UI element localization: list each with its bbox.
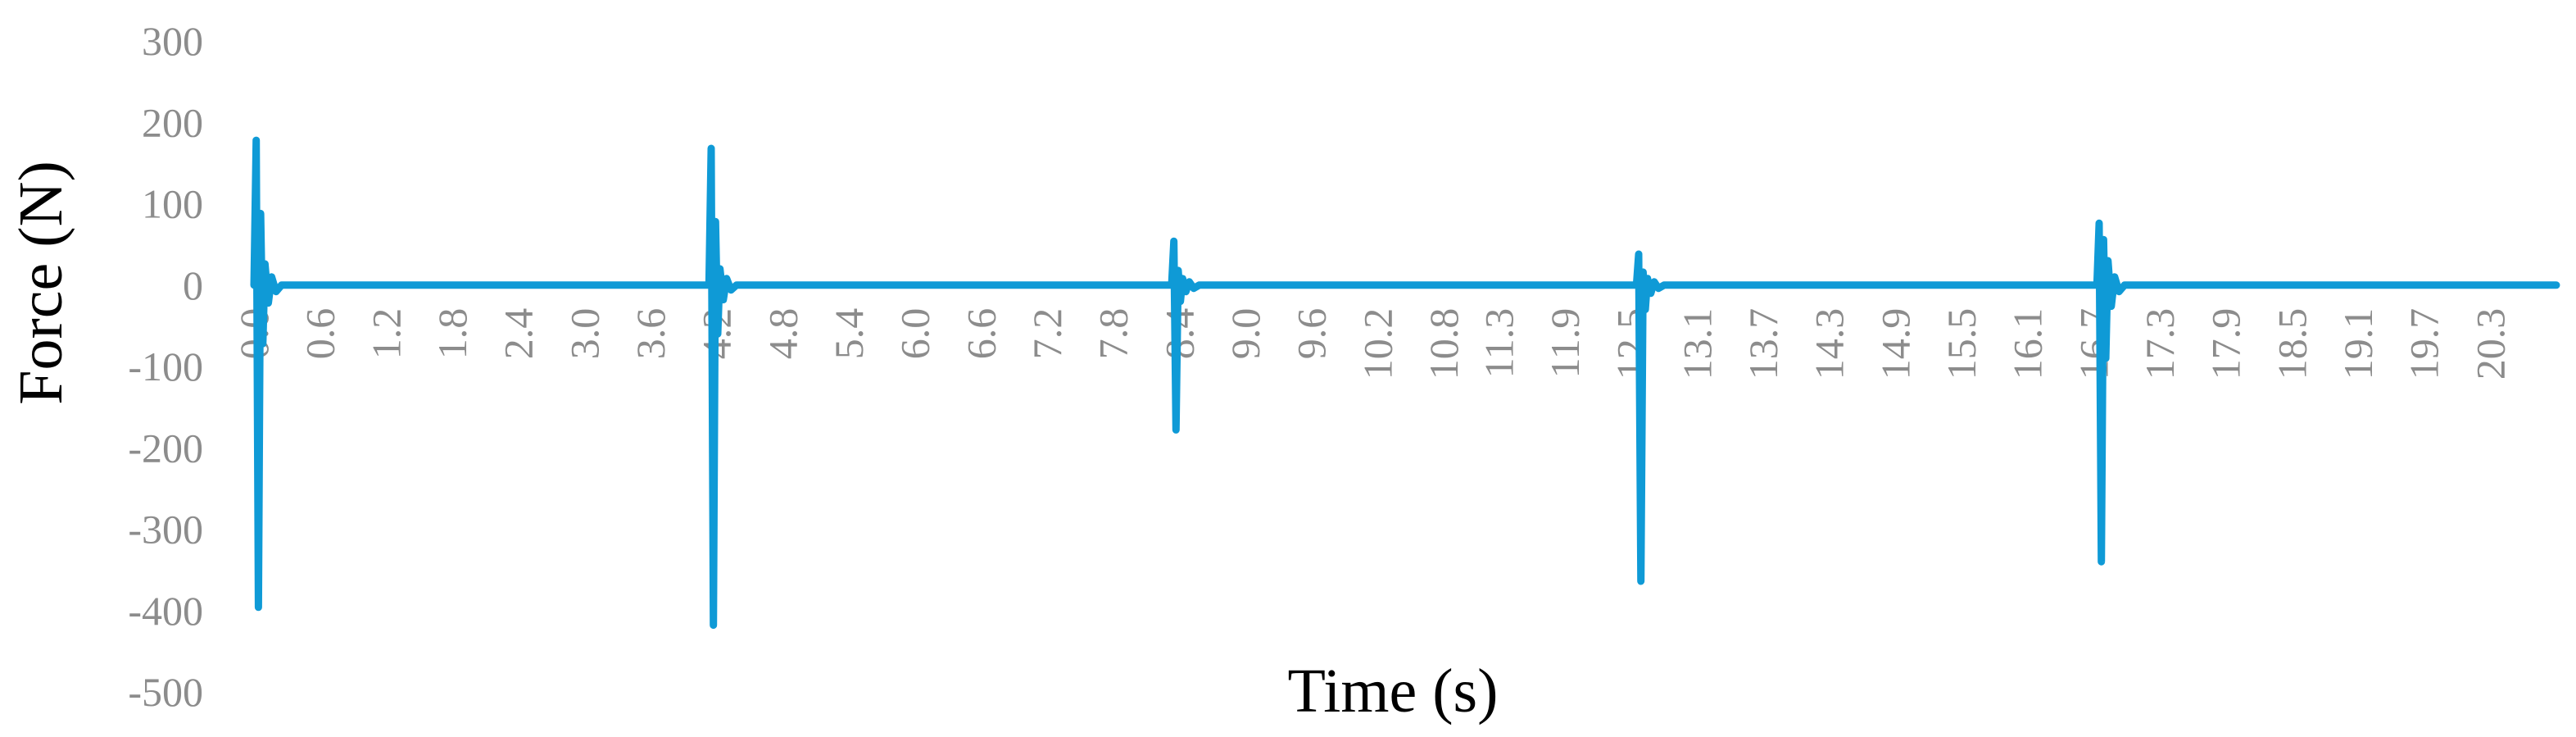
x-tick-label: 1.2 <box>363 308 409 360</box>
x-tick-label: 17.3 <box>2137 308 2183 380</box>
x-tick-label: 6.0 <box>892 308 938 360</box>
x-tick-label: 7.8 <box>1091 308 1136 360</box>
x-tick-label: 19.7 <box>2401 308 2447 380</box>
x-tick-label: 2.4 <box>496 308 542 360</box>
x-tick-label: 20.3 <box>2467 308 2513 380</box>
y-axis-tick-labels: 300 200 100 0 -100 -200 -300 -400 -500 <box>128 18 203 715</box>
x-tick-label: 19.1 <box>2335 308 2381 380</box>
x-tick-label: 10.8 <box>1421 308 1467 380</box>
force-series-line <box>250 136 2560 630</box>
x-tick-label: 9.0 <box>1222 308 1268 360</box>
x-tick-label: 14.9 <box>1872 308 1918 380</box>
y-tick-label: -500 <box>128 669 203 715</box>
x-tick-label: 11.3 <box>1476 308 1522 379</box>
y-tick-label: 100 <box>142 181 203 227</box>
y-axis-title: Force (N) <box>7 161 75 405</box>
x-tick-label: 5.4 <box>826 308 872 360</box>
x-tick-label: 13.7 <box>1740 308 1786 380</box>
y-tick-label: 200 <box>142 99 203 145</box>
x-tick-label: 16.1 <box>2005 308 2051 380</box>
x-tick-label: 6.6 <box>958 308 1004 360</box>
x-tick-label: 7.2 <box>1024 308 1070 360</box>
y-tick-label: -300 <box>128 507 203 553</box>
x-tick-label: 9.6 <box>1289 308 1335 360</box>
x-tick-label: 3.0 <box>561 308 607 360</box>
y-tick-label: -100 <box>128 343 203 389</box>
x-tick-label: 10.2 <box>1354 308 1400 380</box>
x-tick-label: 12.5 <box>1608 308 1654 380</box>
x-tick-label: 15.5 <box>1939 308 1984 380</box>
x-tick-label: 4.8 <box>760 308 805 360</box>
x-tick-label: 14.3 <box>1807 308 1853 380</box>
x-tick-label: 11.9 <box>1542 308 1588 379</box>
x-tick-label: 18.5 <box>2269 308 2315 380</box>
x-tick-label: 17.9 <box>2203 308 2249 380</box>
x-tick-label: 3.6 <box>628 308 673 360</box>
y-tick-label: 0 <box>183 262 203 308</box>
y-tick-label: -400 <box>128 588 203 634</box>
x-tick-label: 1.8 <box>429 308 475 360</box>
x-axis-title: Time (s) <box>1288 657 1499 726</box>
x-tick-label: 0.6 <box>297 308 343 360</box>
x-tick-label: 13.1 <box>1674 308 1720 380</box>
y-tick-label: 300 <box>142 18 203 64</box>
plot-area <box>250 136 2560 630</box>
y-tick-label: -200 <box>128 425 203 471</box>
